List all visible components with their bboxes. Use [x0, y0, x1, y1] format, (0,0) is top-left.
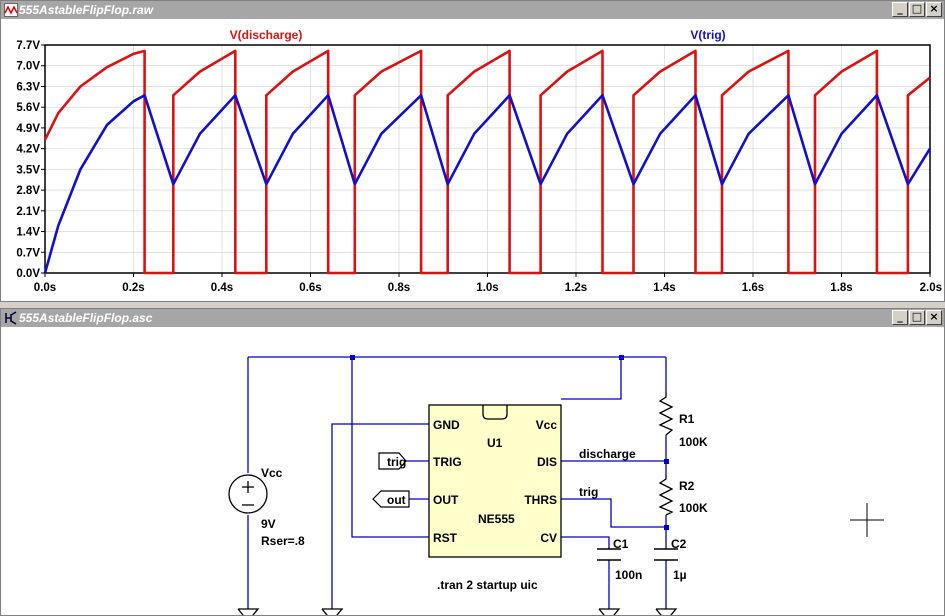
vcc-value: 9V [261, 517, 276, 531]
c1-name: C1 [613, 537, 629, 551]
resistor-r1[interactable] [658, 392, 674, 436]
ne555-chip[interactable] [428, 404, 562, 558]
x-tick-label: 0.2s [122, 282, 144, 294]
waveform-titlebar[interactable]: 555AstableFlipFlop.raw _ □ × [1, 1, 944, 19]
series-line-trig[interactable] [43, 94, 932, 274]
port-trig[interactable]: trig [378, 452, 407, 470]
port-trig-label: trig [387, 455, 406, 469]
x-tick-label: 1.8s [830, 282, 852, 294]
y-tick-label: 0.0V [16, 268, 40, 280]
legend-discharge[interactable]: V(discharge) [230, 28, 303, 42]
schematic-window: 555AstableFlipFlop.asc _ □ × [0, 308, 945, 616]
restore-button[interactable]: □ [909, 310, 925, 325]
chip-part: NE555 [478, 512, 515, 526]
minimize-button[interactable]: _ [892, 310, 908, 325]
vcc-name: Vcc [261, 466, 283, 480]
pin-vcc: Vcc [536, 418, 558, 432]
capacitor-c1[interactable] [597, 548, 621, 561]
net-trig: trig [579, 485, 598, 499]
x-tick-label: 0.8s [388, 282, 410, 294]
close-button[interactable]: × [926, 310, 942, 325]
vcc-rser: Rser=.8 [261, 534, 305, 548]
series-line-discharge[interactable] [43, 49, 931, 275]
r2-name: R2 [679, 479, 695, 493]
c2-name: C2 [671, 537, 687, 551]
restore-button[interactable]: □ [909, 2, 925, 17]
vcc-source[interactable] [228, 474, 268, 514]
pin-thrs: THRS [524, 493, 557, 507]
y-tick-label: 4.2V [16, 144, 40, 156]
x-tick-label: 1.4s [653, 282, 675, 294]
pin-trig: TRIG [433, 455, 462, 469]
pin-rst: RST [433, 531, 458, 545]
waveform-icon [4, 3, 18, 17]
port-out[interactable]: out [372, 490, 410, 508]
net-discharge: discharge [579, 447, 636, 461]
y-tick-label: 4.9V [16, 123, 40, 135]
y-tick-label: 1.4V [16, 227, 40, 239]
pin-gnd: GND [433, 418, 460, 432]
y-tick-label: 5.6V [16, 102, 40, 114]
x-tick-label: 0.4s [211, 282, 233, 294]
y-tick-label: 7.0V [16, 61, 40, 73]
ground-icon [237, 608, 678, 615]
r1-value: 100K [679, 435, 708, 449]
y-tick-label: 7.7V [16, 40, 40, 52]
x-tick-label: 2.0s [920, 282, 942, 294]
x-tick-label: 0.0s [34, 282, 56, 294]
x-tick-label: 1.0s [476, 282, 498, 294]
close-button[interactable]: × [926, 2, 942, 17]
waveform-window: 555AstableFlipFlop.raw _ □ × 0.0V 0.7V 1.4… [0, 0, 945, 302]
resistor-r2[interactable] [658, 475, 674, 516]
schematic-titlebar[interactable]: 555AstableFlipFlop.asc _ □ × [1, 309, 944, 327]
legend-trig[interactable]: V(trig) [690, 28, 725, 42]
y-tick-label: 3.5V [16, 164, 40, 176]
minimize-button[interactable]: _ [892, 2, 908, 17]
crosshair-cursor-icon [850, 503, 884, 537]
pin-cv: CV [540, 531, 557, 545]
spice-directive[interactable]: .tran 2 startup uic [437, 578, 538, 592]
x-tick-label: 0.6s [299, 282, 321, 294]
y-tick-label: 6.3V [16, 81, 40, 93]
waveform-title: 555AstableFlipFlop.raw [19, 3, 154, 17]
c1-value: 100n [615, 568, 642, 582]
schematic-icon [5, 311, 17, 325]
waveform-plot[interactable]: 0.0V 0.7V 1.4V 2.1V 2.8V 3.5V 4.2V 4.9V 5.6V 6.3V… [1, 19, 944, 301]
wires [247, 356, 667, 609]
chip-ref: U1 [487, 436, 503, 450]
y-tick-label: 0.7V [16, 247, 40, 259]
pin-dis: DIS [537, 455, 557, 469]
capacitor-c2[interactable] [654, 548, 678, 561]
r1-name: R1 [679, 412, 695, 426]
schematic-canvas[interactable]: Vcc 9V Rser=.8 U1 NE555 GND TRIG OUT RST… [1, 327, 944, 615]
schematic-title: 555AstableFlipFlop.asc [19, 311, 153, 325]
c2-value: 1µ [673, 568, 687, 582]
pin-out: OUT [433, 493, 459, 507]
y-tick-label: 2.8V [16, 185, 40, 197]
x-tick-label: 1.6s [742, 282, 764, 294]
junction-dots [350, 355, 669, 530]
x-tick-label: 1.2s [565, 282, 587, 294]
port-out-label: out [387, 493, 406, 507]
r2-value: 100K [679, 501, 708, 515]
y-tick-label: 2.1V [16, 206, 40, 218]
